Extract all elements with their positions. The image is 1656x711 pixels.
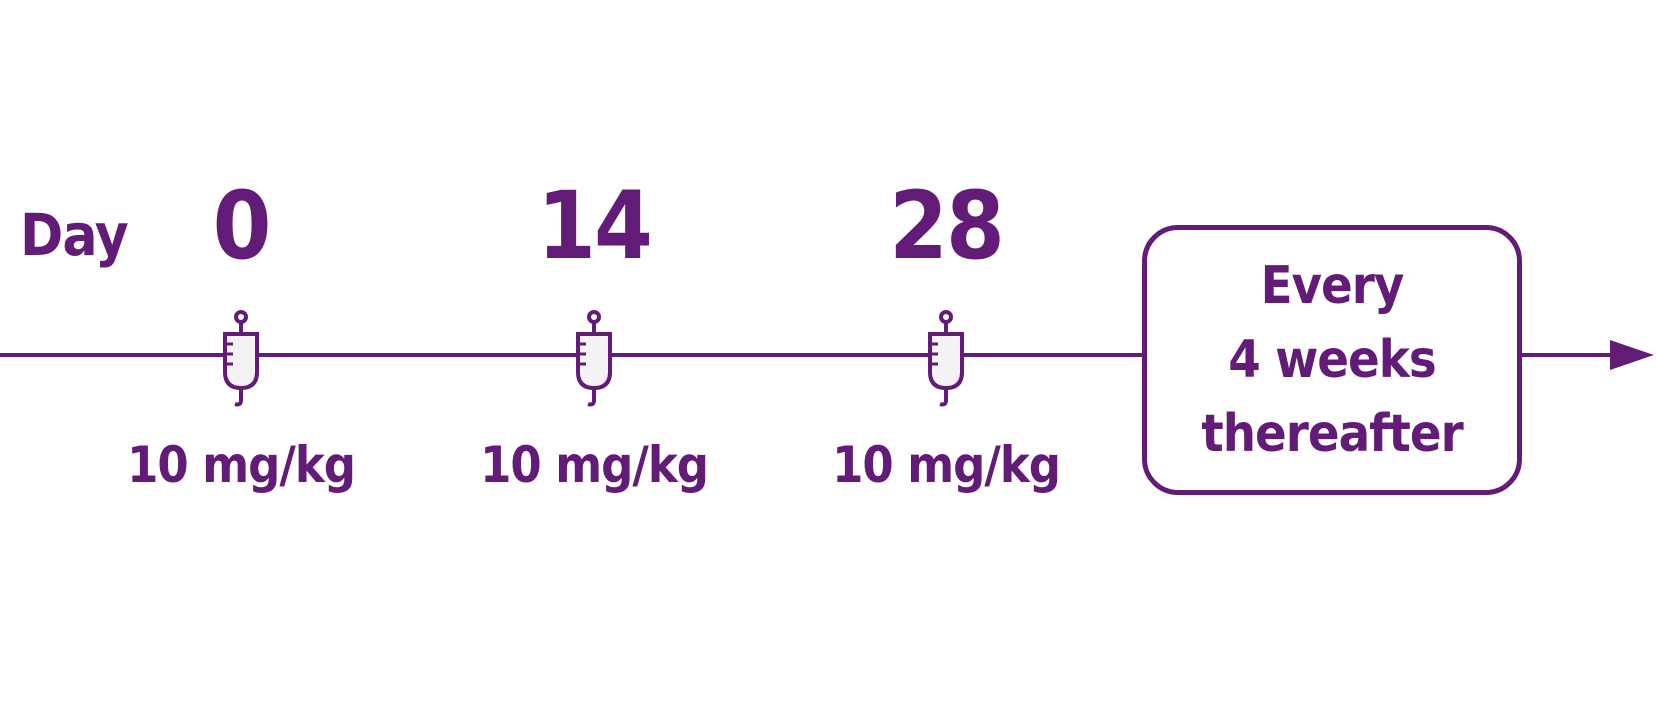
milestone-day-0: 0 xyxy=(212,172,272,281)
dose-label-day-14: 10 mg/kg xyxy=(480,436,709,494)
recurring-dose-text: Every 4 weeks thereafter xyxy=(1201,249,1463,471)
milestone-day-14: 14 xyxy=(537,172,653,281)
timeline-axis xyxy=(0,353,1142,357)
recurring-dose-box: Every 4 weeks thereafter xyxy=(1142,225,1522,495)
arrow-right-icon xyxy=(1610,340,1654,370)
recurring-line-2: 4 weeks xyxy=(1228,330,1436,390)
milestone-day-28: 28 xyxy=(889,172,1005,281)
dose-label-day-0: 10 mg/kg xyxy=(127,436,356,494)
dose-label-day-28: 10 mg/kg xyxy=(832,436,1061,494)
day-label: Day xyxy=(20,201,129,269)
recurring-line-1: Every xyxy=(1260,256,1405,316)
iv-bag-icon xyxy=(928,310,964,407)
recurring-line-3: thereafter xyxy=(1201,404,1463,464)
iv-bag-icon xyxy=(223,310,259,407)
timeline-axis-continuation xyxy=(1518,353,1614,357)
iv-bag-icon xyxy=(576,310,612,407)
